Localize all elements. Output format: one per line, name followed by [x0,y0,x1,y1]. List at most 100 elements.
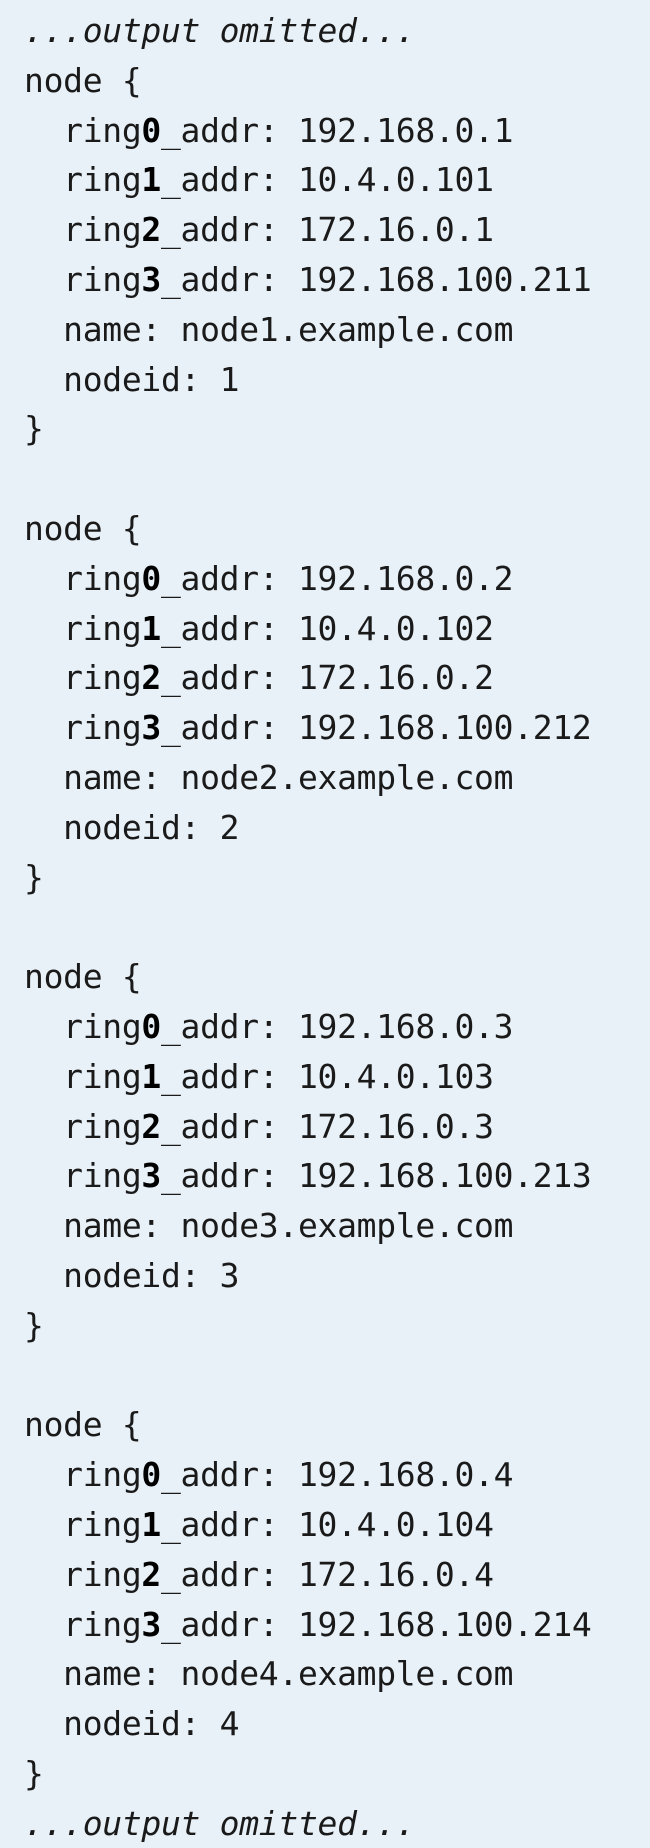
code-segment-italic: ...output omitted... [24,11,416,50]
code-segment: } [24,1305,44,1345]
code-segment: ring [24,210,142,250]
code-line-ring-addr: ring3_addr: 192.168.100.213 [24,1151,640,1201]
code-segment: nodeid: 2 [24,807,240,847]
code-segment: ring [24,608,142,648]
code-segment: } [24,409,44,449]
code-line-ring-addr: ring3_addr: 192.168.100.211 [24,255,640,305]
code-segment: _addr: 192.168.100.214 [160,1604,592,1644]
code-line-ring-addr: ring2_addr: 172.16.0.4 [24,1550,640,1600]
code-segment-bold: 3 [141,1156,161,1196]
code-segment: _addr: 192.168.100.212 [160,708,592,748]
code-line-ring-addr: ring2_addr: 172.16.0.1 [24,205,640,255]
code-line-node-close: } [24,1749,640,1799]
code-segment: ring [24,1056,142,1096]
code-line-ring-addr: ring0_addr: 192.168.0.1 [24,106,640,156]
code-line-node-open: node { [24,56,640,106]
code-segment: ring [24,558,142,598]
code-segment-bold: 0 [141,110,161,150]
code-segment: node { [24,1405,142,1445]
code-segment: ring [24,110,142,150]
code-segment: _addr: 172.16.0.3 [160,1106,494,1146]
code-line-ring-addr: ring0_addr: 192.168.0.2 [24,554,640,604]
code-segment: _addr: 192.168.100.211 [160,259,592,299]
code-segment-italic: ...output omitted... [24,1803,416,1843]
code-segment-bold: 3 [141,708,161,748]
code-segment: _addr: 172.16.0.1 [160,210,494,250]
code-line-name: name: node4.example.com [24,1649,640,1699]
code-segment: node { [24,957,142,997]
code-segment: _addr: 192.168.0.3 [160,1006,514,1046]
code-segment: ring [24,708,142,748]
code-line-node-open: node { [24,952,640,1002]
code-segment: ring [24,160,142,200]
code-segment: _addr: 192.168.100.213 [160,1156,592,1196]
code-segment-bold: 0 [141,1455,161,1495]
code-segment-bold: 1 [141,1504,161,1544]
code-line-node-close: } [24,853,640,903]
code-line-name: name: node3.example.com [24,1201,640,1251]
code-segment: ring [24,1106,142,1146]
code-segment: nodeid: 1 [24,359,240,399]
code-segment: } [24,1753,44,1793]
code-segment: ring [24,1504,142,1544]
code-line-ring-addr: ring1_addr: 10.4.0.102 [24,604,640,654]
code-segment: name: node1.example.com [24,309,514,349]
code-line-nodeid: nodeid: 3 [24,1251,640,1301]
code-segment: nodeid: 4 [24,1704,240,1744]
code-segment: _addr: 192.168.0.1 [160,110,514,150]
code-segment: _addr: 172.16.0.2 [160,658,494,698]
code-line-ring-addr: ring0_addr: 192.168.0.3 [24,1002,640,1052]
code-line-nodeid: nodeid: 4 [24,1699,640,1749]
output-omitted-marker: ...output omitted... [24,1799,640,1848]
code-segment: ring [24,1006,142,1046]
code-segment-bold: 0 [141,1006,161,1046]
code-segment: _addr: 10.4.0.101 [160,160,494,200]
code-segment: } [24,857,44,897]
code-segment: _addr: 10.4.0.104 [160,1504,494,1544]
code-segment: _addr: 10.4.0.102 [160,608,494,648]
code-line-ring-addr: ring2_addr: 172.16.0.3 [24,1102,640,1152]
code-segment: ring [24,1554,142,1594]
code-segment-bold: 3 [141,259,161,299]
code-segment: ring [24,1156,142,1196]
code-line-name: name: node1.example.com [24,305,640,355]
blank-line [24,454,640,504]
code-line-nodeid: nodeid: 1 [24,355,640,405]
code-line-ring-addr: ring3_addr: 192.168.100.212 [24,703,640,753]
code-segment: name: node4.example.com [24,1654,514,1694]
code-line-nodeid: nodeid: 2 [24,803,640,853]
code-line-ring-addr: ring1_addr: 10.4.0.101 [24,155,640,205]
code-segment: node { [24,60,142,100]
code-line-ring-addr: ring1_addr: 10.4.0.103 [24,1052,640,1102]
code-segment-bold: 2 [141,658,161,698]
code-segment: _addr: 10.4.0.103 [160,1056,494,1096]
code-segment-bold: 1 [141,608,161,648]
code-segment: ring [24,1455,142,1495]
code-line-node-open: node { [24,1400,640,1450]
code-segment-bold: 2 [141,210,161,250]
code-line-node-close: } [24,1301,640,1351]
code-segment: name: node3.example.com [24,1206,514,1246]
output-omitted-marker: ...output omitted... [24,6,640,56]
blank-line [24,902,640,952]
code-segment-bold: 3 [141,1604,161,1644]
code-line-ring-addr: ring3_addr: 192.168.100.214 [24,1600,640,1650]
code-segment-bold: 0 [141,558,161,598]
code-segment: node { [24,508,142,548]
code-segment: name: node2.example.com [24,757,514,797]
code-line-node-close: } [24,404,640,454]
code-segment: ring [24,259,142,299]
code-line-name: name: node2.example.com [24,753,640,803]
code-segment: nodeid: 3 [24,1255,240,1295]
code-segment: _addr: 192.168.0.4 [160,1455,514,1495]
blank-line [24,1351,640,1401]
code-segment-bold: 2 [141,1554,161,1594]
code-segment-bold: 2 [141,1106,161,1146]
code-segment: ring [24,1604,142,1644]
code-line-ring-addr: ring2_addr: 172.16.0.2 [24,653,640,703]
code-segment: _addr: 172.16.0.4 [160,1554,494,1594]
code-line-ring-addr: ring0_addr: 192.168.0.4 [24,1450,640,1500]
code-segment: _addr: 192.168.0.2 [160,558,514,598]
